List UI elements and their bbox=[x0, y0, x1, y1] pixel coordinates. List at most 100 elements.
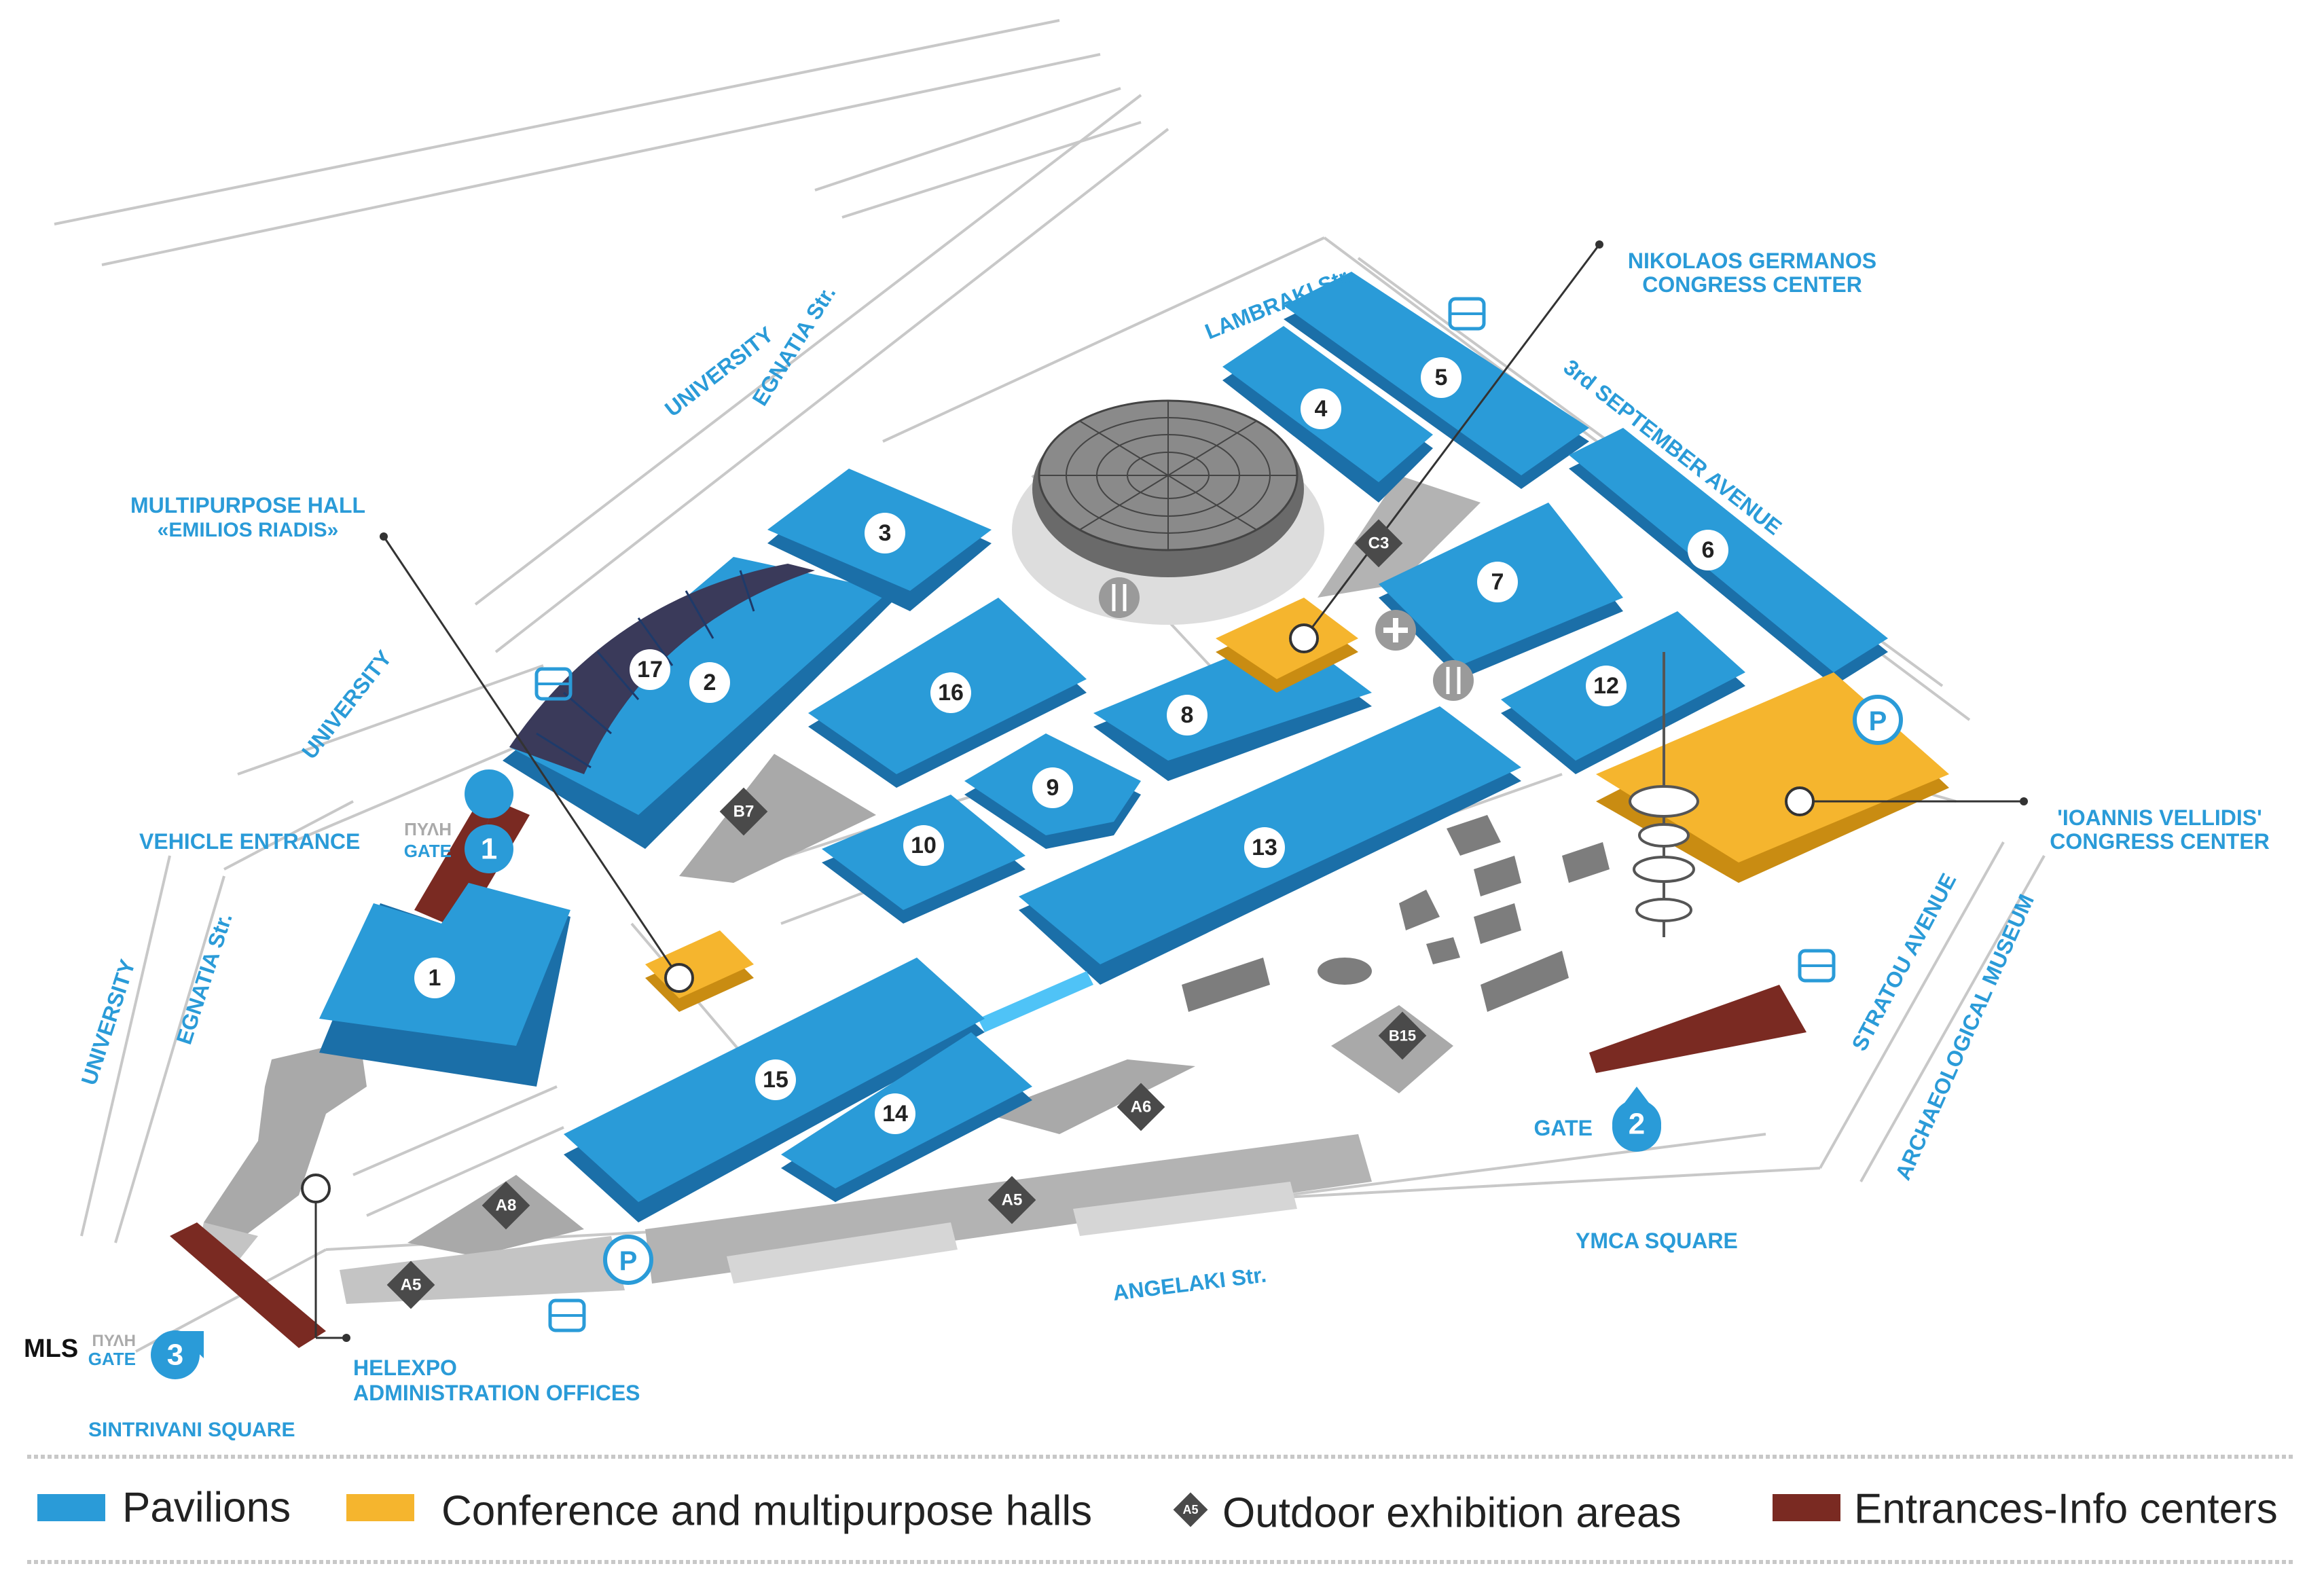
parking-icon[interactable]: P bbox=[603, 1235, 653, 1285]
outdoor-area-a8[interactable]: A8 bbox=[482, 1181, 530, 1230]
svg-text:15: 15 bbox=[763, 1067, 788, 1093]
svg-text:3: 3 bbox=[879, 520, 892, 546]
pavilion-3[interactable]: 3 bbox=[865, 513, 905, 553]
riadis-marker[interactable] bbox=[664, 963, 694, 993]
street-angelaki: ANGELAKI Str. bbox=[1111, 1262, 1267, 1305]
parking-icon[interactable]: P bbox=[1853, 695, 1903, 745]
svg-text:12: 12 bbox=[1593, 673, 1619, 699]
service-icons: P P bbox=[534, 297, 1903, 1332]
germanos-label-line1: NIKOLAOS GERMANOS bbox=[1628, 249, 1876, 273]
pavilion-6[interactable]: 6 bbox=[1688, 530, 1728, 570]
bus-icon[interactable] bbox=[1448, 297, 1486, 331]
pavilion-badges: 1 2 3 4 5 6 7 8 9 10 12 13 14 15 16 17 bbox=[414, 357, 1728, 1134]
svg-text:9: 9 bbox=[1047, 775, 1059, 801]
svg-text:13: 13 bbox=[1252, 835, 1277, 860]
outdoor-area-c3[interactable]: C3 bbox=[1354, 519, 1403, 568]
svg-text:A6: A6 bbox=[1131, 1098, 1152, 1116]
legend-outdoor: A5 Outdoor exhibition areas bbox=[1173, 1490, 1682, 1537]
outdoor-area-b15[interactable]: B15 bbox=[1378, 1011, 1427, 1060]
pavilion-1[interactable]: 1 bbox=[414, 958, 455, 998]
pavilion-17[interactable]: 17 bbox=[630, 649, 670, 690]
gate-1[interactable]: ΠΥΛΗ GATE 1 bbox=[404, 769, 514, 876]
street-university-mid: UNIVERSITY bbox=[297, 646, 397, 763]
svg-text:16: 16 bbox=[938, 680, 964, 706]
outdoor-area-markers: A5 A5 A6 A8 B7 B15 C3 bbox=[386, 519, 1427, 1309]
outdoor-area-a6[interactable]: A6 bbox=[1116, 1083, 1165, 1131]
outdoor-area-a5-center[interactable]: A5 bbox=[987, 1176, 1036, 1224]
svg-text:B15: B15 bbox=[1389, 1028, 1416, 1044]
vellidis-marker[interactable] bbox=[1785, 786, 1815, 816]
gate-2-label: GATE bbox=[1533, 1116, 1593, 1140]
svg-text:P: P bbox=[619, 1246, 638, 1276]
pavilion-4[interactable]: 4 bbox=[1301, 388, 1341, 429]
bus-icon[interactable] bbox=[1798, 949, 1836, 983]
gate-3[interactable]: MLS ΠΥΛΗ GATE 3 bbox=[24, 1330, 204, 1379]
pavilion-7[interactable]: 7 bbox=[1477, 562, 1518, 602]
svg-text:6: 6 bbox=[1702, 537, 1715, 563]
bus-icon[interactable] bbox=[534, 667, 573, 701]
germanos-marker[interactable] bbox=[1289, 623, 1319, 653]
admin-label-line2: ADMINISTRATION OFFICES bbox=[353, 1381, 640, 1405]
admin-marker[interactable] bbox=[301, 1174, 331, 1203]
legend-conference: Conference and multipurpose halls bbox=[346, 1488, 1092, 1535]
svg-text:4: 4 bbox=[1315, 396, 1328, 422]
service-buildings bbox=[1182, 815, 1610, 1012]
pavilion-14[interactable]: 14 bbox=[875, 1093, 915, 1134]
gate-2-building bbox=[1589, 985, 1806, 1073]
pavilion-15[interactable]: 15 bbox=[755, 1059, 796, 1100]
outdoor-area-a5-left[interactable]: A5 bbox=[386, 1260, 435, 1309]
svg-text:8: 8 bbox=[1181, 702, 1194, 728]
vellidis-label-line1: 'IOANNIS VELLIDIS' bbox=[2057, 805, 2262, 830]
pavilion-8[interactable]: 8 bbox=[1167, 695, 1208, 735]
riadis-label-line2: «EMILIOS RIADIS» bbox=[158, 519, 339, 541]
bus-icon[interactable] bbox=[548, 1298, 586, 1332]
svg-text:C3: C3 bbox=[1368, 534, 1390, 553]
pavilion-13[interactable]: 13 bbox=[1244, 827, 1285, 868]
pavilion-2[interactable]: 2 bbox=[689, 662, 730, 703]
svg-text:A8: A8 bbox=[496, 1197, 517, 1215]
gate-3-prefix: MLS bbox=[24, 1334, 78, 1363]
germanos-label-line2: CONGRESS CENTER bbox=[1642, 272, 1862, 297]
gate-2[interactable]: GATE 2 bbox=[1533, 1087, 1662, 1152]
street-ymca: YMCA SQUARE bbox=[1576, 1229, 1738, 1253]
svg-text:A5: A5 bbox=[1182, 1503, 1198, 1516]
legend-conference-label: Conference and multipurpose halls bbox=[441, 1488, 1092, 1535]
svg-text:2: 2 bbox=[1629, 1108, 1645, 1141]
pavilion-16[interactable]: 16 bbox=[930, 672, 971, 713]
svg-text:A5: A5 bbox=[401, 1276, 422, 1294]
first-aid-icon[interactable] bbox=[1375, 610, 1416, 651]
pavilion-12[interactable]: 12 bbox=[1586, 666, 1627, 706]
gate-3-label: GATE bbox=[88, 1349, 136, 1369]
pavilion-10[interactable]: 10 bbox=[903, 825, 944, 866]
legend-entrances-swatch bbox=[1773, 1494, 1840, 1521]
outdoor-area-b7[interactable]: B7 bbox=[719, 787, 768, 836]
sports-arena-dome bbox=[1012, 399, 1324, 625]
svg-text:2: 2 bbox=[704, 670, 716, 695]
restaurant-icon[interactable] bbox=[1099, 577, 1140, 618]
pavilion-5[interactable]: 5 bbox=[1421, 357, 1461, 398]
street-stratou: STRATOU AVENUE bbox=[1847, 869, 1961, 1055]
gate-1-greek: ΠΥΛΗ bbox=[404, 819, 452, 839]
callout-lines bbox=[314, 244, 2024, 1339]
vehicle-entrance-label: VEHICLE ENTRANCE bbox=[139, 829, 360, 854]
gate-3-greek: ΠΥΛΗ bbox=[92, 1332, 137, 1350]
legend: Pavilions Conference and multipurpose ha… bbox=[27, 1455, 2295, 1564]
legend-entrances: Entrances-Info centers bbox=[1773, 1486, 2278, 1533]
gate-1-label: GATE bbox=[404, 841, 452, 861]
legend-pavilions-label: Pavilions bbox=[122, 1485, 291, 1531]
svg-text:A5: A5 bbox=[1002, 1191, 1023, 1210]
legend-pavilions: Pavilions bbox=[37, 1485, 291, 1531]
svg-text:17: 17 bbox=[637, 657, 663, 683]
vellidis-label-line2: CONGRESS CENTER bbox=[2050, 829, 2270, 854]
legend-entrances-label: Entrances-Info centers bbox=[1854, 1486, 2278, 1533]
legend-outdoor-label: Outdoor exhibition areas bbox=[1222, 1490, 1682, 1537]
street-sintrivani: SINTRIVANI SQUARE bbox=[88, 1419, 295, 1441]
restaurant-icon[interactable] bbox=[1433, 660, 1474, 701]
svg-text:14: 14 bbox=[882, 1101, 908, 1127]
svg-text:1: 1 bbox=[481, 833, 497, 866]
legend-conference-swatch bbox=[346, 1494, 414, 1521]
pavilion-9[interactable]: 9 bbox=[1032, 767, 1073, 808]
legend-pavilions-swatch bbox=[37, 1494, 105, 1521]
street-egnatia-bottom: EGNATIA Str. bbox=[171, 910, 236, 1047]
